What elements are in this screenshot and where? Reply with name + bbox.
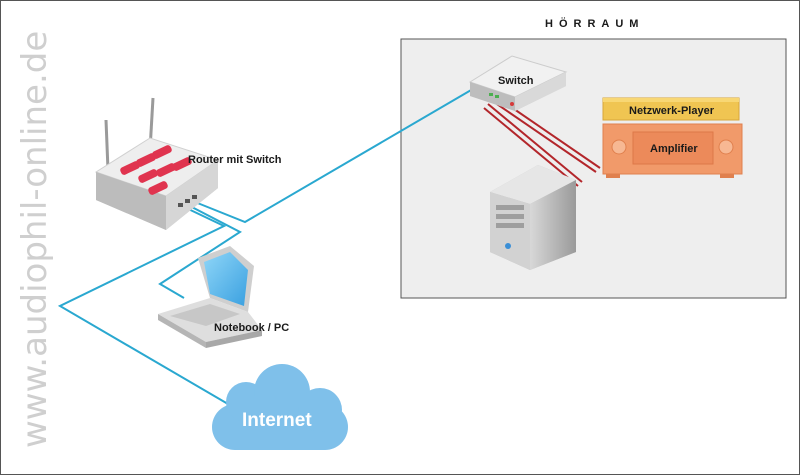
internet-label: Internet [242, 410, 312, 431]
notebook-label: Notebook / PC [214, 322, 289, 334]
notebook-icon [158, 246, 262, 348]
cable-switch-player-2 [493, 101, 597, 173]
amplifier-device [602, 123, 743, 178]
switch-label: Switch [498, 75, 534, 87]
amplifier-knob-icon [718, 139, 734, 155]
amplifier-knob-icon [611, 139, 627, 155]
watermark-text: www.audiophil-online.de [15, 31, 55, 448]
router-device [94, 97, 220, 230]
cable-router-switch [189, 85, 479, 224]
netzwerk-player-label: Netzwerk-Player [629, 105, 715, 117]
tower-pc-icon [490, 165, 576, 270]
cable-switch-server-2 [483, 107, 579, 187]
router-label: Router mit Switch [188, 154, 282, 166]
room-title: HÖRRAUM [545, 17, 644, 30]
internet-cloud-icon [212, 364, 348, 450]
switch-port-led [495, 95, 499, 98]
switch-device [468, 55, 568, 111]
switch-power-led [510, 102, 514, 106]
switch-port-led [489, 93, 493, 96]
netzwerk-player-device [602, 97, 740, 121]
cable-switch-server-1 [487, 103, 583, 183]
router-antenna-icon [104, 119, 110, 171]
cable-router-internet [57, 205, 229, 405]
router-logo-icon [120, 145, 192, 195]
amplifier-label: Amplifier [650, 143, 698, 155]
